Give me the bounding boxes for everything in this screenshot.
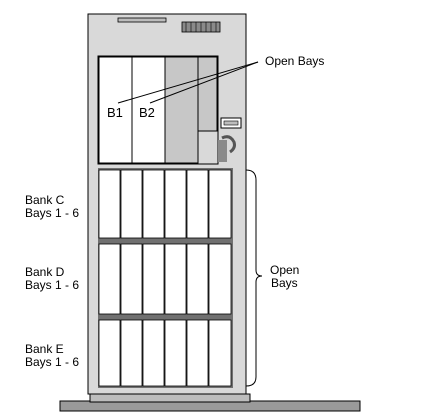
open-bays-right-label-line2: Bays (271, 276, 298, 290)
bank-e-label: Bank E (25, 342, 64, 356)
bank-e (98, 316, 233, 388)
open-bay-slim (197, 56, 218, 132)
open-bays-pointers (117, 61, 259, 104)
key-lock-icon (221, 135, 236, 154)
bank-e-bays-label: Bays 1 - 6 (25, 355, 80, 369)
tower-base (59, 393, 361, 412)
top-vents (117, 17, 221, 33)
bank-d-bays-label: Bays 1 - 6 (25, 278, 80, 292)
bay-b2-label: B2 (139, 105, 155, 120)
bank-d-label: Bank D (25, 265, 65, 279)
bank-c-bays-label: Bays 1 - 6 (25, 206, 80, 220)
open-bays-brace (245, 169, 263, 387)
upper-bay-area (97, 55, 219, 165)
open-bay-upper (164, 56, 199, 164)
bay-b1 (98, 56, 133, 164)
side-controls (218, 117, 242, 162)
bay-b1-label: B1 (107, 105, 123, 120)
bank-c-label: Bank C (25, 193, 65, 207)
bank-c (98, 168, 233, 240)
open-bays-right-label-line1: Open (270, 263, 300, 277)
bank-d (98, 240, 233, 316)
open-bays-top-label: Open Bays (265, 54, 325, 68)
